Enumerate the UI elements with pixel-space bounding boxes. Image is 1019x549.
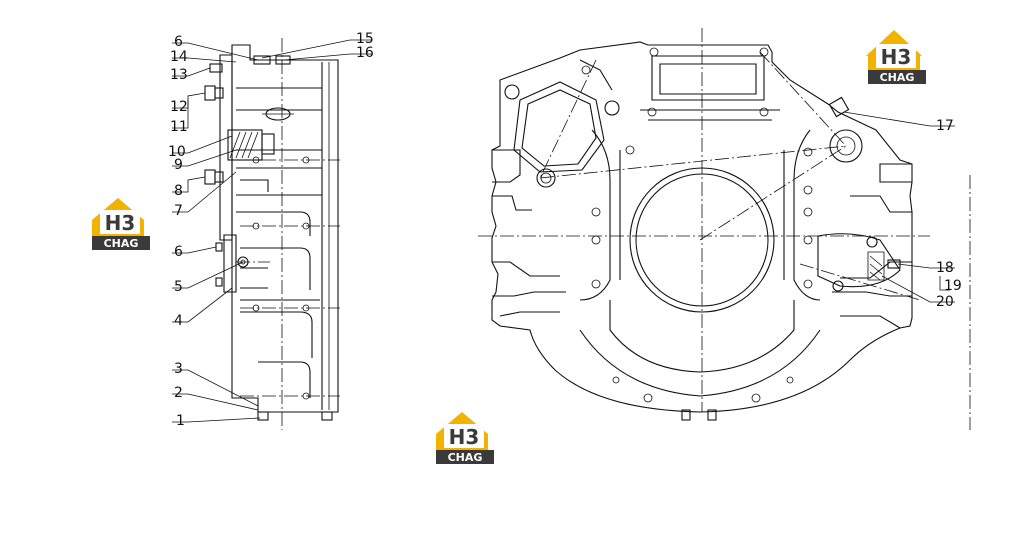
callout-16: 16 — [356, 45, 374, 61]
callout-1: 1 — [176, 413, 185, 429]
logo-text-bottom: CHAG — [448, 451, 483, 464]
callout-6-top: 6 — [174, 34, 183, 50]
callout-11: 11 — [170, 119, 188, 135]
logo-text-top: H3 — [881, 45, 912, 69]
front-view-leaders — [843, 111, 955, 303]
callout-4: 4 — [174, 313, 183, 329]
brand-logo: H3 CHAG — [862, 26, 930, 88]
callout-2: 2 — [174, 385, 183, 401]
side-view-leaders — [172, 39, 372, 423]
brand-logo: H3 CHAG — [430, 406, 498, 468]
logo-text-bottom: CHAG — [880, 71, 915, 84]
callout-5: 5 — [174, 279, 183, 295]
callout-3: 3 — [174, 361, 183, 377]
callout-10: 10 — [168, 144, 186, 160]
callout-14: 14 — [170, 49, 188, 65]
front-view-callouts: 17 18 19 20 — [936, 118, 962, 310]
callout-17: 17 — [936, 118, 954, 134]
front-view-drawing — [478, 28, 971, 430]
callout-8: 8 — [174, 183, 183, 199]
callout-20: 20 — [936, 294, 954, 310]
side-view-drawing — [204, 38, 340, 430]
side-view-callouts: 6 14 13 12 11 10 9 8 7 6 5 4 3 2 1 15 16 — [168, 31, 374, 429]
callout-9: 9 — [174, 157, 183, 173]
logo-text-top: H3 — [105, 211, 136, 235]
callout-19: 19 — [944, 278, 962, 294]
logo-text-top: H3 — [449, 425, 480, 449]
logo-text-bottom: CHAG — [104, 237, 139, 250]
callout-12: 12 — [170, 99, 188, 115]
brand-logo: H3 CHAG — [86, 192, 154, 254]
callout-6: 6 — [174, 244, 183, 260]
callout-7: 7 — [174, 203, 183, 219]
callout-13: 13 — [170, 67, 188, 83]
callout-15: 15 — [356, 31, 374, 47]
callout-18: 18 — [936, 260, 954, 276]
